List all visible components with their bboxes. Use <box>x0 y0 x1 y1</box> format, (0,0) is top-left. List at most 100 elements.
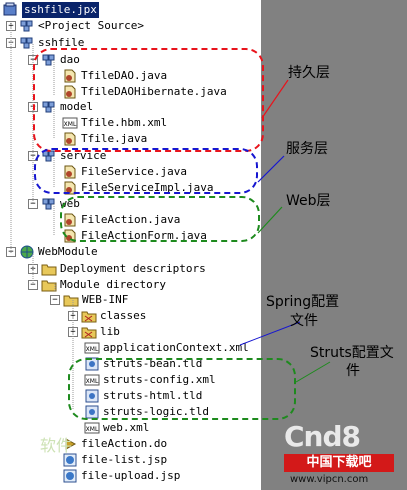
item-label: dao <box>60 53 80 66</box>
service-layer-outline <box>34 148 258 194</box>
watermark-brand: Cnd8 <box>284 420 361 453</box>
jsp-file-icon <box>62 468 78 484</box>
folder-icon <box>41 261 57 277</box>
expand-toggle[interactable]: + <box>28 264 38 274</box>
folder-icon <box>41 277 57 293</box>
tree-item-classes[interactable]: + classes <box>68 308 146 324</box>
item-label: sshfile <box>38 36 85 49</box>
tree-item-struts-logic[interactable]: struts-logic.tld <box>84 404 209 420</box>
item-label: model <box>60 100 94 113</box>
svg-text:XML: XML <box>64 121 77 128</box>
svg-text:XML: XML <box>86 426 99 433</box>
expand-toggle[interactable]: + <box>6 21 16 31</box>
xml-file-icon: XML <box>62 115 78 131</box>
java-file-icon <box>62 84 78 100</box>
item-label: struts-logic.tld <box>103 405 209 418</box>
svg-text:XML: XML <box>86 378 99 385</box>
item-label: FileActionForm.java <box>81 229 207 242</box>
tree-item-tfiledao[interactable]: TfileDAO.java <box>62 68 167 84</box>
annotation-spring-line2: 文件 <box>290 313 318 329</box>
collapse-toggle[interactable]: − <box>28 199 38 209</box>
persistence-layer-outline <box>33 48 264 152</box>
item-label: lib <box>100 325 120 338</box>
item-label: file-list.jsp <box>81 453 168 466</box>
item-label: file-upload.jsp <box>81 469 181 482</box>
tree-item-file-list[interactable]: file-list.jsp <box>62 452 167 468</box>
java-file-icon <box>62 131 78 147</box>
tree-item-fileaction-do[interactable]: fileAction.do <box>62 436 167 452</box>
tld-file-icon <box>84 388 100 404</box>
tree-item-webmodule[interactable]: − WebModule <box>6 244 98 260</box>
package-icon <box>41 196 57 212</box>
tree-item-tfile-hbm[interactable]: XML Tfile.hbm.xml <box>62 115 167 131</box>
item-label: Module directory <box>60 278 166 291</box>
item-label: <Project Source> <box>38 19 144 32</box>
item-label: struts-html.tld <box>103 389 203 402</box>
tree-item-struts-bean[interactable]: struts-bean.tld <box>84 356 202 372</box>
item-label: classes <box>100 309 147 322</box>
tree-item-struts-config[interactable]: XML struts-config.xml <box>84 372 216 388</box>
project-tree: sshfile.jpx + <Project Source> − sshfile… <box>3 2 249 484</box>
item-label: applicationContext.xml <box>103 341 249 354</box>
root-label: sshfile.jpx <box>22 2 99 18</box>
annotation-persistence: 持久层 <box>288 65 330 81</box>
java-file-icon <box>62 164 78 180</box>
folder-icon <box>81 308 97 324</box>
item-label: fileAction.do <box>81 437 168 450</box>
tree-item-struts-html[interactable]: struts-html.tld <box>84 388 202 404</box>
item-label: FileService.java <box>81 165 187 178</box>
item-label: Tfile.hbm.xml <box>81 116 168 129</box>
tree-item-fileserviceimpl[interactable]: FileServiceImpl.java <box>62 180 213 196</box>
svg-text:XML: XML <box>86 346 99 353</box>
tree-item-tfiledaohibernate[interactable]: TfileDAOHibernate.java <box>62 84 227 100</box>
annotation-service: 服务层 <box>286 141 328 157</box>
tree-item-file-upload[interactable]: file-upload.jsp <box>62 468 180 484</box>
tree-root[interactable]: sshfile.jpx <box>3 2 99 18</box>
tree-item-tfile-java[interactable]: Tfile.java <box>62 131 147 147</box>
action-icon <box>62 436 78 452</box>
tree-item-appctx[interactable]: XML applicationContext.xml <box>84 340 249 356</box>
watermark-logo: Cnd8 中国下载吧 www.vipcn.com <box>280 420 400 488</box>
tld-file-icon <box>84 404 100 420</box>
xml-file-icon: XML <box>84 372 100 388</box>
item-label: TfileDAOHibernate.java <box>81 85 227 98</box>
tree-item-fileservice[interactable]: FileService.java <box>62 164 187 180</box>
item-label: service <box>60 149 107 162</box>
collapse-toggle[interactable]: − <box>28 280 38 290</box>
item-label: Tfile.java <box>81 132 148 145</box>
annotation-struts-line1: Struts配置文 <box>310 345 394 361</box>
item-label: web.xml <box>103 421 150 434</box>
item-label: struts-bean.tld <box>103 357 203 370</box>
item-label: struts-config.xml <box>103 373 216 386</box>
item-label: FileAction.java <box>81 213 181 226</box>
collapse-toggle[interactable]: − <box>6 247 16 257</box>
package-icon <box>19 35 35 51</box>
java-file-icon <box>62 68 78 84</box>
annotation-web: Web层 <box>286 193 331 209</box>
tree-item-deployment[interactable]: + Deployment descriptors <box>28 261 206 277</box>
expand-toggle[interactable]: + <box>68 311 78 321</box>
watermark-url: www.vipcn.com <box>290 474 369 485</box>
item-label: FileServiceImpl.java <box>81 181 214 194</box>
item-label: WebModule <box>38 245 98 258</box>
tree-item-webinf[interactable]: − WEB-INF <box>50 292 128 308</box>
watermark-left-text: 软件 <box>40 436 73 455</box>
collapse-toggle[interactable]: − <box>6 38 16 48</box>
folder-icon <box>81 324 97 340</box>
tree-item-lib[interactable]: + lib <box>68 324 120 340</box>
collapse-toggle[interactable]: − <box>50 295 60 305</box>
expand-toggle[interactable]: + <box>68 327 78 337</box>
tree-item-web-xml[interactable]: XML web.xml <box>84 420 149 436</box>
web-layer-outline <box>60 196 260 242</box>
tree-item-project-source[interactable]: + <Project Source> <box>6 18 144 34</box>
xml-file-icon: XML <box>84 420 100 436</box>
watermark-brand-cn: 中国下载吧 <box>284 454 394 472</box>
tree-item-module-dir[interactable]: − Module directory <box>28 277 166 293</box>
annotation-struts-line2: 件 <box>346 363 360 379</box>
project-icon <box>3 2 19 18</box>
jsp-file-icon <box>62 452 78 468</box>
item-label: WEB-INF <box>82 293 129 306</box>
struts-config-outline <box>68 358 296 420</box>
globe-icon <box>19 244 35 260</box>
package-icon <box>19 18 35 34</box>
